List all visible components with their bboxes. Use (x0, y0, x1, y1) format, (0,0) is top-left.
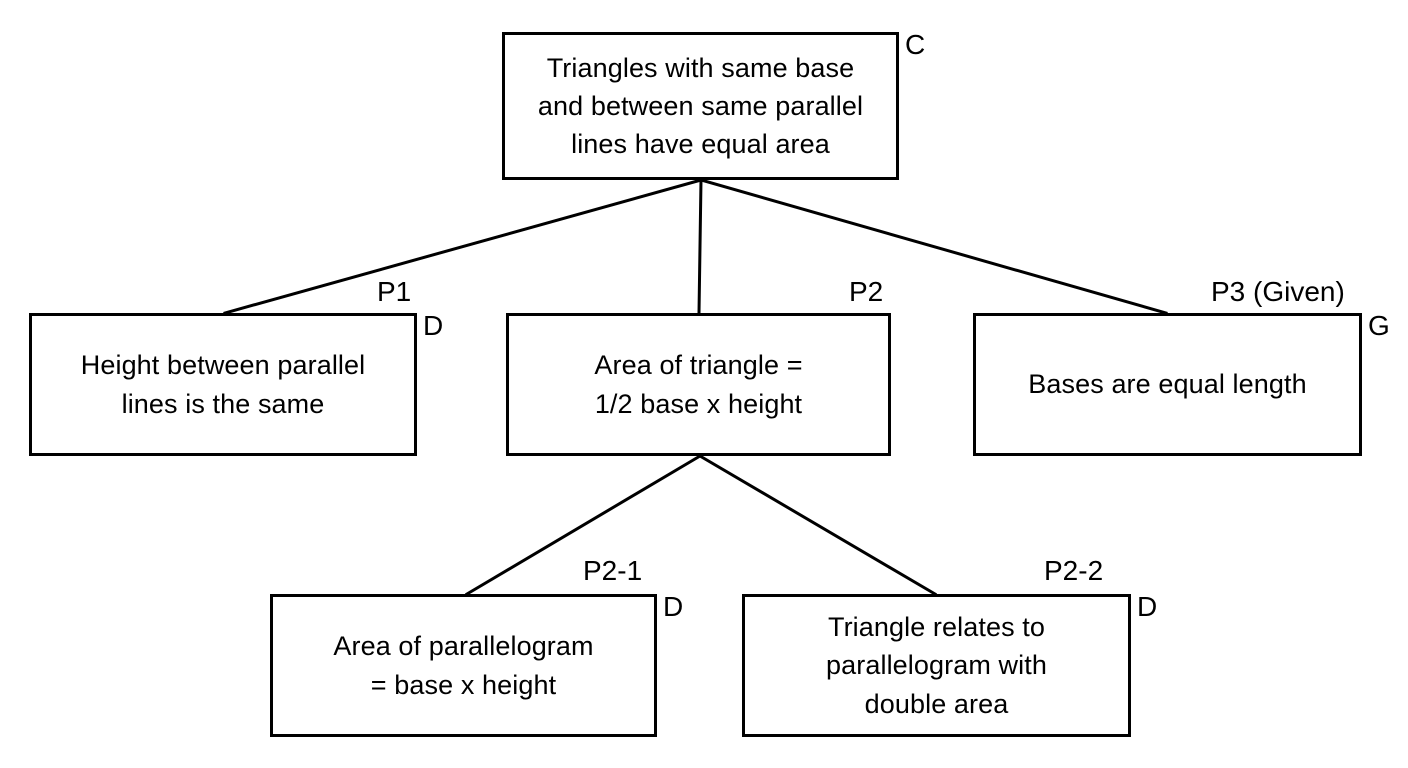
node-premise-P2[interactable]: Area of triangle = 1/2 base x height (506, 313, 891, 456)
node-data-P2-1[interactable]: Area of parallelogram = base x height (270, 594, 657, 737)
node-data-P1-text: Height between parallel lines is the sam… (80, 350, 366, 419)
corner-tag-P2-2-D: D (1137, 591, 1158, 622)
edge-line-p2-2 (697, 453, 938, 597)
node-premise-P2-text: Area of triangle = 1/2 base x height (594, 350, 803, 419)
node-data-P2-2[interactable]: Triangle relates to parallelogram with d… (742, 594, 1131, 737)
node-claim-C[interactable]: Triangles with same base and between sam… (502, 32, 899, 180)
corner-tag-C: C (905, 29, 926, 60)
node-claim-C-text: Triangles with same base and between sam… (537, 52, 864, 160)
node-data-P2-2-text: Triangle relates to parallelogram with d… (826, 612, 1047, 719)
node-given-P3-text: Bases are equal length (1028, 369, 1307, 400)
corner-tag-P2-1-D: D (663, 591, 684, 622)
corner-tag-P1-D: D (423, 310, 444, 341)
edge-line-p2 (697, 178, 703, 315)
edge-label-p1: P1 (377, 276, 412, 307)
edge-line-p1 (223, 178, 703, 315)
corner-tag-P3-G: G (1368, 310, 1390, 341)
edge-label-p2-1: P2-1 (583, 555, 643, 586)
edge-label-p2: P2 (849, 276, 884, 307)
node-data-P2-1-text: Area of parallelogram = base x height (333, 631, 594, 700)
edge-line-p3 (699, 178, 1168, 315)
edge-label-p3: P3 (Given) (1211, 276, 1345, 307)
edge-label-p2-2: P2-2 (1044, 555, 1104, 586)
node-data-P1[interactable]: Height between parallel lines is the sam… (29, 313, 417, 456)
node-given-P3[interactable]: Bases are equal length (973, 313, 1362, 456)
